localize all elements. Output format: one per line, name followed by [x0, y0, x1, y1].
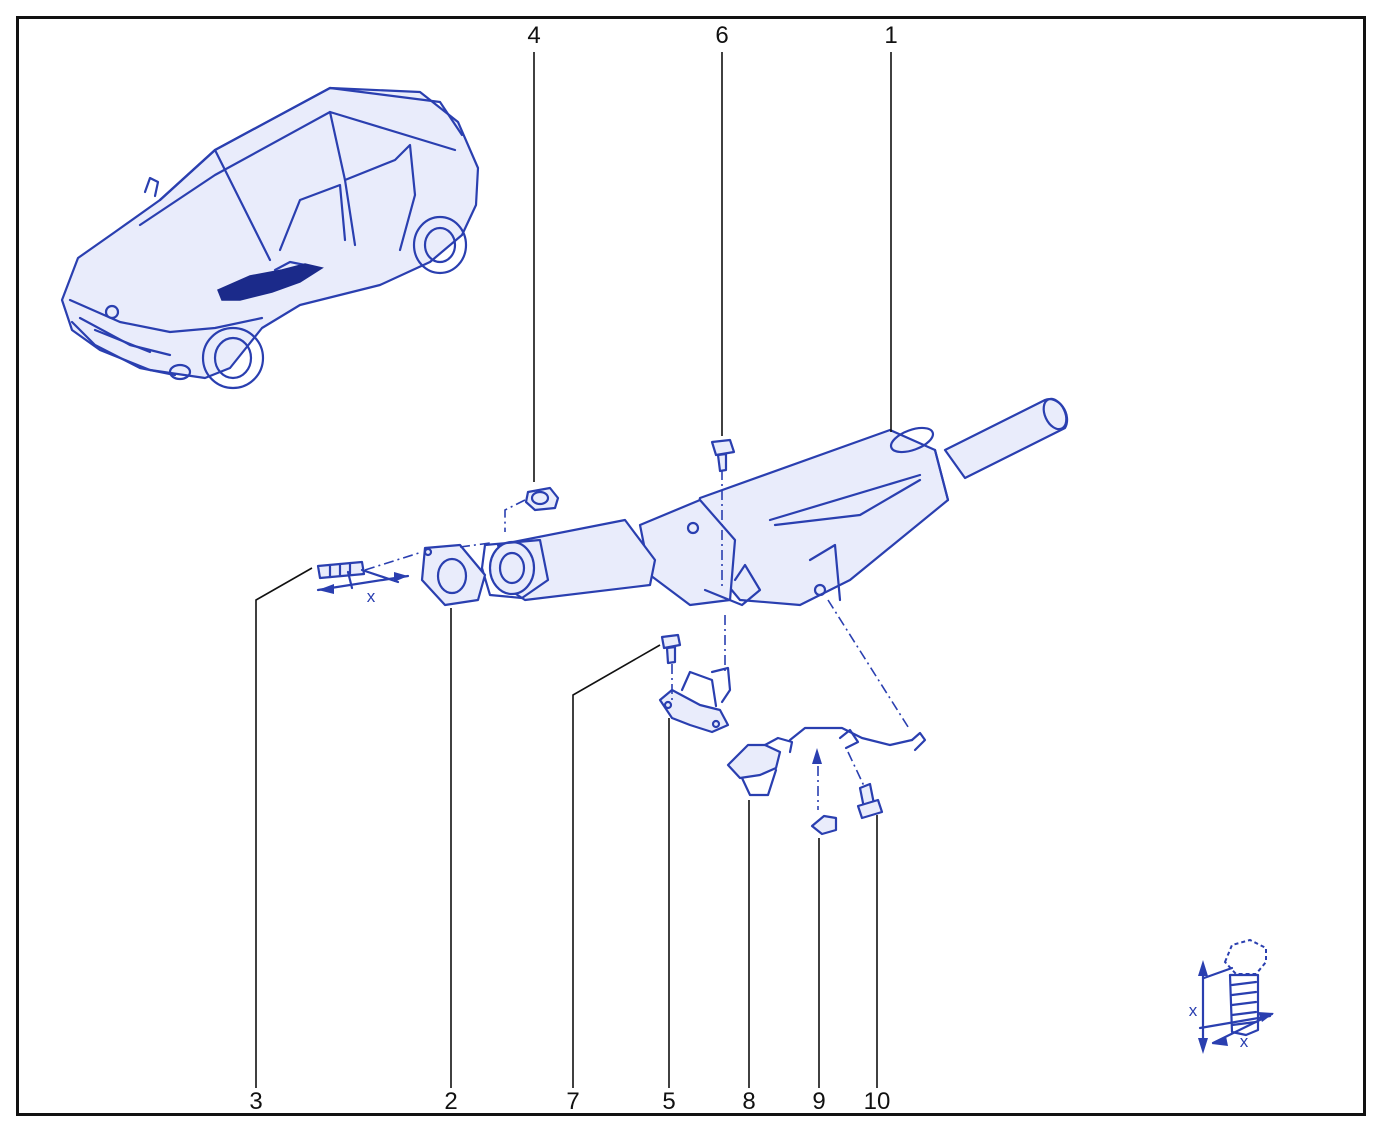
callout-3: 3 [249, 1088, 263, 1115]
callout-5: 5 [662, 1088, 676, 1115]
sensor-harness-illustration [726, 726, 927, 797]
car-overview-illustration [60, 86, 480, 390]
bolt-7-illustration [660, 633, 682, 665]
stud-illustration [316, 560, 410, 594]
bolt-6-illustration [710, 438, 736, 473]
leader-lines [255, 52, 892, 1088]
gasket-illustration [420, 543, 487, 607]
assembly-lines [364, 470, 911, 810]
bolt-length-vertical-label: x [1188, 1001, 1198, 1020]
callout-1: 1 [884, 22, 898, 49]
nut-illustration [524, 486, 560, 512]
bolt-10-illustration [856, 782, 884, 820]
callout-2: 2 [444, 1088, 458, 1115]
bolt-length-horizontal-label: x [1239, 1032, 1249, 1051]
callout-10: 10 [863, 1088, 891, 1115]
callout-4: 4 [527, 22, 541, 49]
diagram-frame [16, 16, 1366, 1116]
exhaust-pipe-illustration [480, 397, 1069, 607]
stud-length-label: x [366, 587, 376, 606]
callout-9: 9 [812, 1088, 826, 1115]
callout-8: 8 [742, 1088, 756, 1115]
callout-6: 6 [715, 22, 729, 49]
bolt-dimension-icon [1198, 938, 1274, 1054]
bracket-5-illustration [658, 666, 732, 734]
callout-7: 7 [566, 1088, 580, 1115]
clip-illustration [810, 748, 838, 836]
